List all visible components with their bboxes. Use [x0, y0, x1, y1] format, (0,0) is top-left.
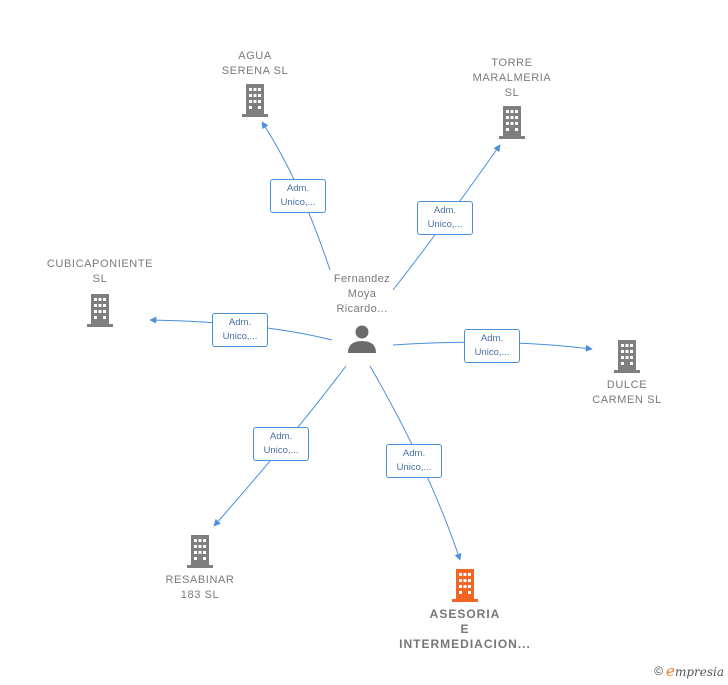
- brand-logo: empresia: [666, 662, 724, 680]
- company-label: DULCE CARMEN SL: [592, 379, 662, 406]
- relation-label-cubica[interactable]: Adm.Unico,...: [212, 313, 268, 347]
- company-label: AGUA SERENA SL: [221, 50, 289, 77]
- relation-label-agua[interactable]: Adm.Unico,...: [270, 179, 326, 213]
- brand-footer[interactable]: © empresia: [654, 662, 724, 680]
- company-label: TORRE MARALMERIA SL: [472, 57, 552, 99]
- company-label: CUBICAPONIENTE SL: [46, 258, 154, 285]
- company-label: RESABINAR 183 SL: [165, 574, 235, 601]
- building-icon: [499, 106, 525, 139]
- company-node-asesoria[interactable]: ASESORIA E INTERMEDIACION...: [395, 567, 535, 652]
- relation-label-resabinar[interactable]: Adm.Unico,...: [253, 427, 309, 461]
- building-icon: [242, 84, 268, 117]
- company-node-dulce[interactable]: DULCE CARMEN SL: [577, 338, 677, 408]
- company-label: ASESORIA E INTERMEDIACION...: [399, 607, 531, 651]
- person-node[interactable]: Fernandez Moya Ricardo...: [310, 272, 414, 355]
- relation-label-asesoria[interactable]: Adm.Unico,...: [386, 444, 442, 478]
- company-node-resabinar[interactable]: RESABINAR 183 SL: [150, 533, 250, 603]
- person-name: Fernandez Moya Ricardo...: [333, 273, 391, 315]
- person-icon: [348, 325, 376, 353]
- copyright-icon: ©: [654, 664, 664, 678]
- company-node-cubica[interactable]: CUBICAPONIENTE SL: [40, 257, 160, 328]
- relation-label-torre[interactable]: Adm.Unico,...: [417, 201, 473, 235]
- building-icon: [87, 294, 113, 327]
- relation-label-dulce[interactable]: Adm.Unico,...: [464, 329, 520, 363]
- building-icon: [614, 340, 640, 373]
- company-node-torre[interactable]: TORRE MARALMERIA SL: [460, 56, 564, 140]
- company-node-agua[interactable]: AGUA SERENA SL: [205, 49, 305, 118]
- building-icon-highlighted: [452, 569, 478, 602]
- building-icon: [187, 535, 213, 568]
